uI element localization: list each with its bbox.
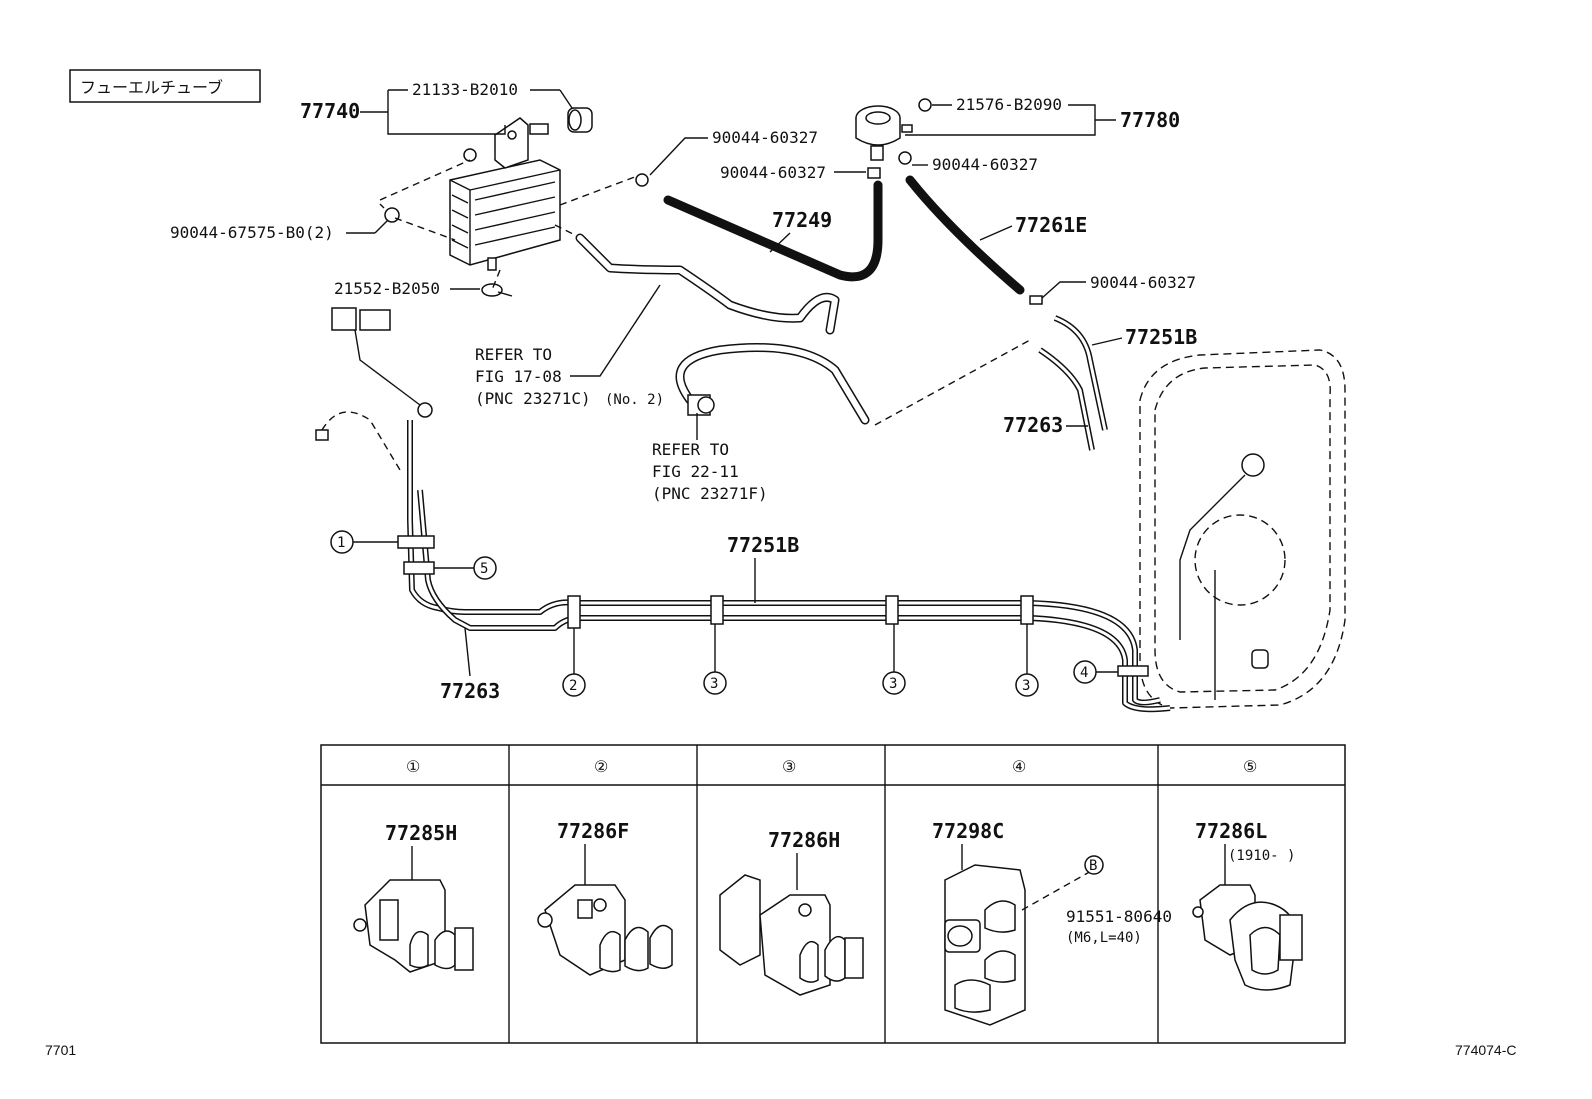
label-21552: 21552-B2050 [334,279,440,298]
canister-cap-part [567,107,593,133]
hose-clamp-d [1029,295,1043,305]
callout-3a: 3 [703,624,727,695]
hose-77249 [663,180,883,282]
callout-3c: 3 [1015,624,1039,697]
purge-pipe [575,233,840,335]
valve-nut [918,98,932,112]
table-header-2: ② [594,757,608,776]
badge-B: B [1084,855,1104,875]
label-90044-67575: 90044-67575-B0(2) [170,223,334,242]
tube-clamp-3b [885,595,899,625]
tube-clamp-4 [1117,665,1149,677]
hose-clamp-a [635,173,649,187]
callout-3b: 3 [882,624,906,695]
tube-clamp-3a [710,595,724,625]
canister-bolt [379,203,400,223]
svg-text:4: 4 [1080,665,1088,681]
svg-text:3: 3 [1022,678,1030,694]
label-77298C: 77298C [932,819,1004,843]
svg-text:1: 1 [337,535,345,551]
hose-clamp-b [867,167,881,179]
hose-clamp-c [898,151,912,165]
bracket-77740: 77740 21133-B2010 [300,80,573,135]
label-77286H: 77286H [768,828,840,852]
clip-21552 [481,283,513,297]
left-connector [315,307,433,471]
label-77261E: 77261E [1015,213,1087,237]
hose-77261E [905,175,1025,295]
vacuum-valve [855,105,913,161]
svg-text:B: B [1089,858,1097,874]
label-bolt-note: (M6,L=40) [1066,930,1142,946]
callout-5: 5 [434,556,497,580]
clamp-illustration-77286F [537,884,673,976]
svg-text:FIG 17-08: FIG 17-08 [475,367,562,386]
label-21133: 21133-B2010 [412,80,518,99]
label-77286L-note: (1910- ) [1228,848,1295,864]
tube-clamp-1 [397,535,435,549]
label-91551: 91551-80640 [1066,907,1172,926]
label-77286F: 77286F [557,819,629,843]
tube-clamp-2 [567,595,581,629]
label-90044-d: 90044-60327 [1090,273,1196,292]
refer-note-1: REFER TO FIG 17-08 (PNC 23271C) (No. 2) [475,284,664,408]
callout-1: 1 [330,530,398,554]
callout-4: 4 [1073,660,1118,684]
label-77740: 77740 [300,99,360,123]
svg-text:FIG 22-11: FIG 22-11 [652,462,739,481]
corner-left-code: 7701 [45,1042,76,1058]
title-box: フューエルチューブ [69,69,261,103]
callout-2: 2 [562,628,586,697]
table-header-3: ③ [782,757,796,776]
svg-text:(No. 2): (No. 2) [605,392,664,408]
tube-clamp-3c [1020,595,1034,625]
svg-text:2: 2 [569,678,577,694]
charcoal-canister [449,117,561,271]
svg-text:REFER TO: REFER TO [652,440,729,459]
table-header-4: ④ [1012,757,1026,776]
refer-note-2: REFER TO FIG 22-11 (PNC 23271F) [652,413,768,503]
main-tube-77251B [407,420,1161,706]
label-77249: 77249 [772,208,832,232]
table-header-5: ⑤ [1243,757,1257,776]
svg-text:REFER TO: REFER TO [475,345,552,364]
vent-pipe [675,343,870,425]
label-77263-top: 77263 [1003,413,1063,437]
clamp-illustration-77285H [353,879,474,973]
clamp-illustration-77286L [1192,884,1303,991]
label-90044-c: 90044-60327 [932,155,1038,174]
title-text: フューエルチューブ [80,78,223,97]
tube-77251B-top [1053,315,1108,431]
label-77285H: 77285H [385,821,457,845]
label-77780: 77780 [1120,108,1180,132]
fuel-tank [1139,349,1346,709]
label-21576: 21576-B2090 [956,95,1062,114]
table-header-1: ① [406,757,420,776]
label-90044-a: 90044-60327 [712,128,818,147]
svg-text:3: 3 [889,676,897,692]
clamp-table: ① ② ③ ④ ⑤ 77285H 77286F 77286H [320,744,1346,1044]
label-77263-bot: 77263 [440,679,500,703]
svg-text:3: 3 [710,676,718,692]
label-77251B-top: 77251B [1125,325,1197,349]
corner-right-code: 774074-C [1455,1042,1517,1058]
clamp-illustration-77286H [719,874,864,996]
tube-clamp-5 [403,561,435,575]
label-77251B-mid: 77251B [727,533,799,557]
tube-77263-top [1038,347,1095,451]
label-77286L: 77286L [1195,819,1267,843]
label-90044-b: 90044-60327 [720,163,826,182]
svg-text:5: 5 [480,561,488,577]
svg-text:(PNC 23271C): (PNC 23271C) [475,389,591,408]
main-tube-77263 [417,489,1171,713]
clamp-illustration-77298C [944,864,1026,1026]
svg-text:(PNC 23271F): (PNC 23271F) [652,484,768,503]
